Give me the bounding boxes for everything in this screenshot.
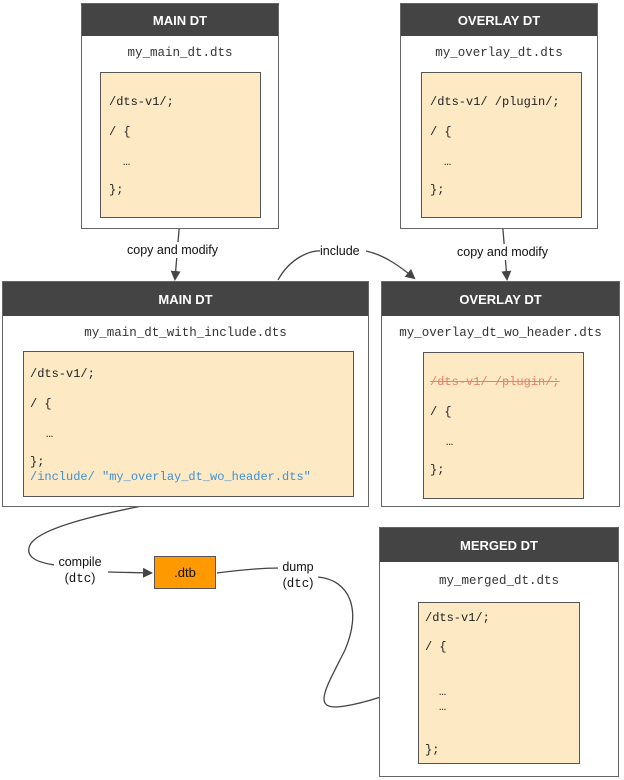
include-keyword: /include/	[30, 470, 95, 484]
overlay-dt-top-header: OVERLAY DT	[401, 4, 597, 36]
copy-modify-right-label: copy and modify	[457, 244, 549, 260]
code-line: …	[444, 155, 452, 169]
code-line: / {	[430, 405, 452, 419]
code-line: / {	[430, 125, 452, 139]
merged-dt-filename: my_merged_dt.dts	[438, 574, 560, 588]
code-line: };	[109, 183, 124, 197]
include-label: include	[320, 243, 360, 259]
overlay-dt-mid-box: OVERLAY DT my_overlay_dt_wo_header.dts /…	[381, 281, 620, 507]
main-dt-mid-header: MAIN DT	[3, 282, 368, 316]
code-line: …	[123, 155, 131, 169]
include-directive-line: /include/ "my_overlay_dt_wo_header.dts"	[30, 470, 311, 484]
dump-tool: (dtc)	[282, 576, 314, 591]
code-line: /dts-v1/;	[425, 611, 490, 625]
include-arrow	[277, 250, 414, 280]
main-dt-mid-code: /dts-v1/; / { … }; /include/ "my_overlay…	[23, 351, 354, 497]
dtb-box: .dtb	[154, 556, 216, 589]
code-line: …	[439, 685, 447, 699]
compile-tool-name: dtc	[68, 572, 92, 586]
compile-label: compile (dtc)	[54, 554, 106, 587]
overlay-dt-top-box: OVERLAY DT my_overlay_dt.dts /dts-v1/ /p…	[400, 3, 598, 229]
include-filename: "my_overlay_dt_wo_header.dts"	[102, 470, 311, 484]
overlay-dt-mid-filename: my_overlay_dt_wo_header.dts	[399, 326, 602, 340]
code-line: };	[430, 463, 445, 477]
code-line: / {	[30, 397, 52, 411]
code-line: …	[446, 435, 454, 449]
code-line: / {	[425, 640, 447, 654]
dtb-to-dump-line	[216, 567, 281, 574]
code-line: /dts-v1/;	[109, 95, 174, 109]
main-dt-top-header: MAIN DT	[82, 4, 278, 36]
code-line: };	[430, 183, 445, 197]
copy-modify-left-label: copy and modify	[127, 242, 219, 258]
code-line: …	[439, 700, 447, 714]
overlay-dt-top-filename: my_overlay_dt.dts	[435, 46, 563, 60]
main-dt-top-filename: my_main_dt.dts	[127, 46, 233, 60]
main-dt-top-box: MAIN DT my_main_dt.dts /dts-v1/; / { … }…	[81, 3, 279, 229]
compile-to-dtb-arrow	[107, 567, 153, 578]
code-line: …	[46, 427, 54, 441]
struck-header-line: /dts-v1/ /plugin/;	[430, 375, 560, 389]
main-dt-mid-filename: my_main_dt_with_include.dts	[84, 326, 287, 340]
compile-text: compile	[58, 555, 102, 569]
merged-dt-box: MERGED DT my_merged_dt.dts /dts-v1/; / {…	[379, 527, 619, 777]
dump-tool-name: dtc	[286, 577, 310, 591]
compile-curve	[28, 496, 189, 566]
code-line: /dts-v1/;	[30, 367, 95, 381]
main-dt-top-code: /dts-v1/; / { … };	[100, 72, 261, 218]
merged-dt-header: MERGED DT	[380, 528, 618, 562]
compile-tool: (dtc)	[64, 571, 96, 586]
main-dt-mid-box: MAIN DT my_main_dt_with_include.dts /dts…	[2, 281, 369, 507]
dump-text: dump	[282, 560, 314, 574]
code-line: };	[425, 743, 440, 757]
overlay-dt-mid-code: /dts-v1/ /plugin/; / { … };	[423, 352, 584, 499]
code-line: /dts-v1/ /plugin/;	[430, 95, 560, 109]
code-line: };	[30, 455, 45, 469]
dump-to-merged-arrow	[317, 576, 418, 708]
code-line: / {	[109, 125, 131, 139]
merged-dt-code: /dts-v1/; / { … … };	[418, 602, 580, 764]
dump-label: dump (dtc)	[278, 559, 318, 592]
overlay-dt-mid-header: OVERLAY DT	[382, 282, 619, 316]
overlay-dt-top-code: /dts-v1/ /plugin/; / { … };	[421, 72, 582, 218]
